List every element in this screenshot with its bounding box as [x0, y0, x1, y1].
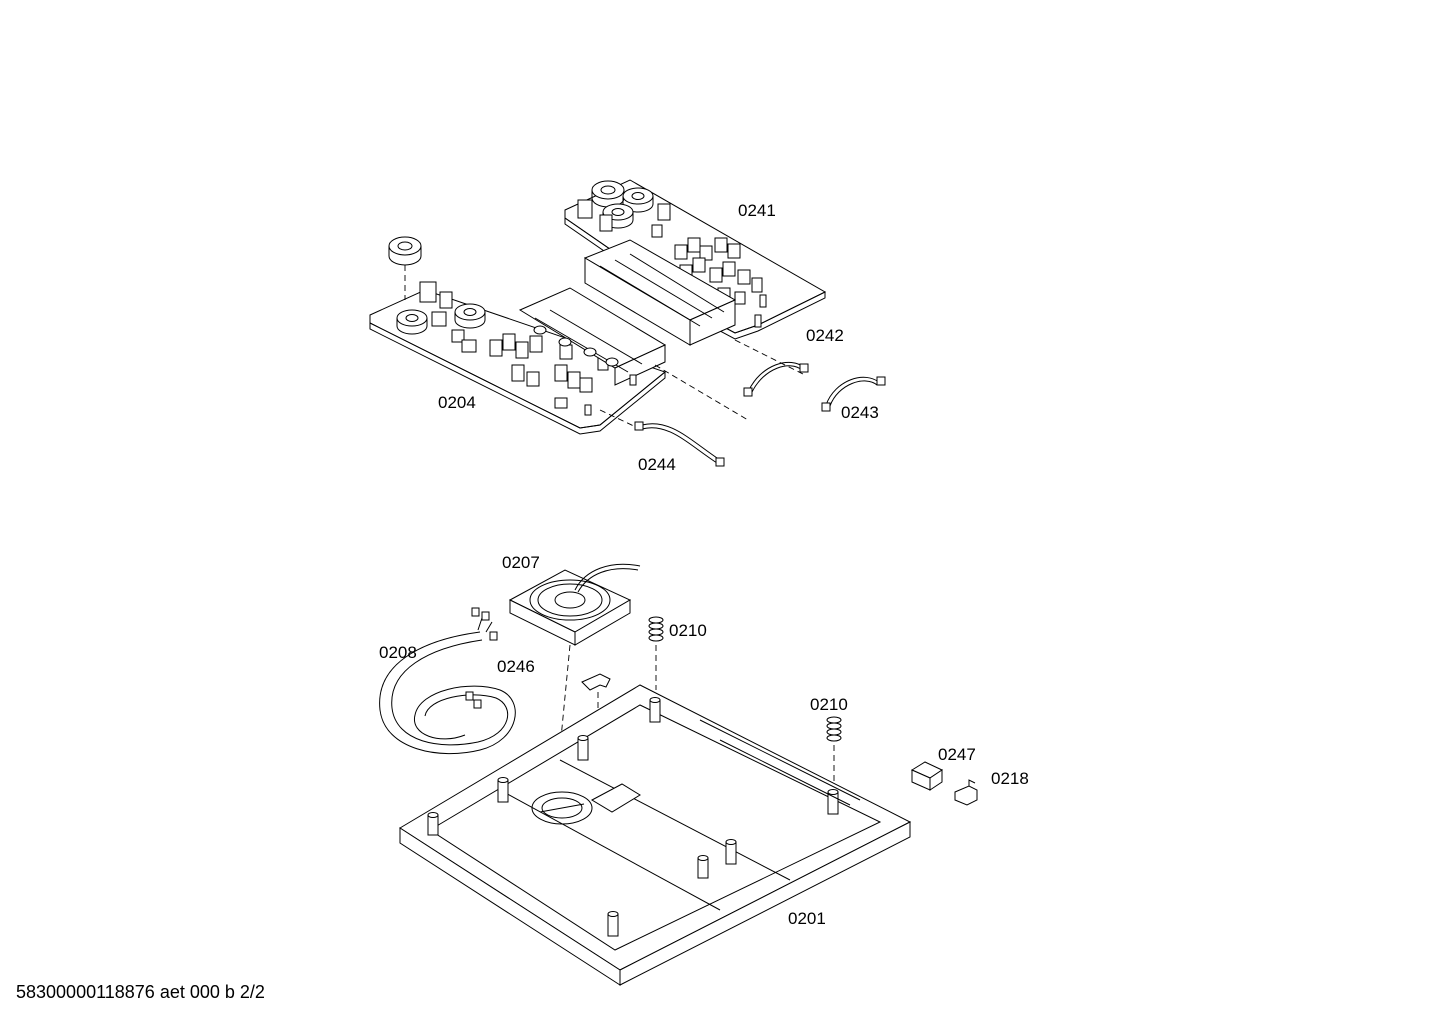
label-0207: 0207: [502, 553, 540, 572]
label-0241: 0241: [738, 201, 776, 220]
cable-0244: [634, 421, 725, 467]
toroid-coil: [591, 180, 654, 229]
label-0242: 0242: [806, 326, 844, 345]
label-0204: 0204: [438, 393, 476, 412]
cable-0243: [821, 376, 886, 412]
label-0201: 0201: [788, 909, 826, 928]
fan-0207: [508, 563, 641, 801]
label-0244: 0244: [638, 455, 676, 474]
toroid-coil: [388, 236, 422, 300]
pcb-0204: [369, 236, 667, 435]
label-0243: 0243: [841, 403, 879, 422]
housing-0201: [399, 684, 912, 986]
screw-post: [427, 697, 839, 937]
document-reference-footer: 58300000118876 aet 000 b 2/2: [16, 982, 265, 1002]
clip-0218: [954, 779, 978, 806]
spring-0210: [826, 716, 842, 790]
label-0208: 0208: [379, 643, 417, 662]
clip-0247: [910, 761, 944, 791]
label-0210-upper: 0210: [669, 621, 707, 640]
spring-0210: [648, 616, 664, 690]
label-0210-lower: 0210: [810, 695, 848, 714]
heat-sink: [583, 239, 737, 346]
toroid-coil: [396, 303, 486, 335]
pcb-0241: [564, 179, 827, 346]
label-0247: 0247: [938, 745, 976, 764]
power-cord-0208: [379, 607, 516, 755]
heat-sink: [518, 287, 667, 386]
label-0246: 0246: [497, 657, 535, 676]
cable-0242: [743, 361, 809, 397]
label-0218: 0218: [991, 769, 1029, 788]
